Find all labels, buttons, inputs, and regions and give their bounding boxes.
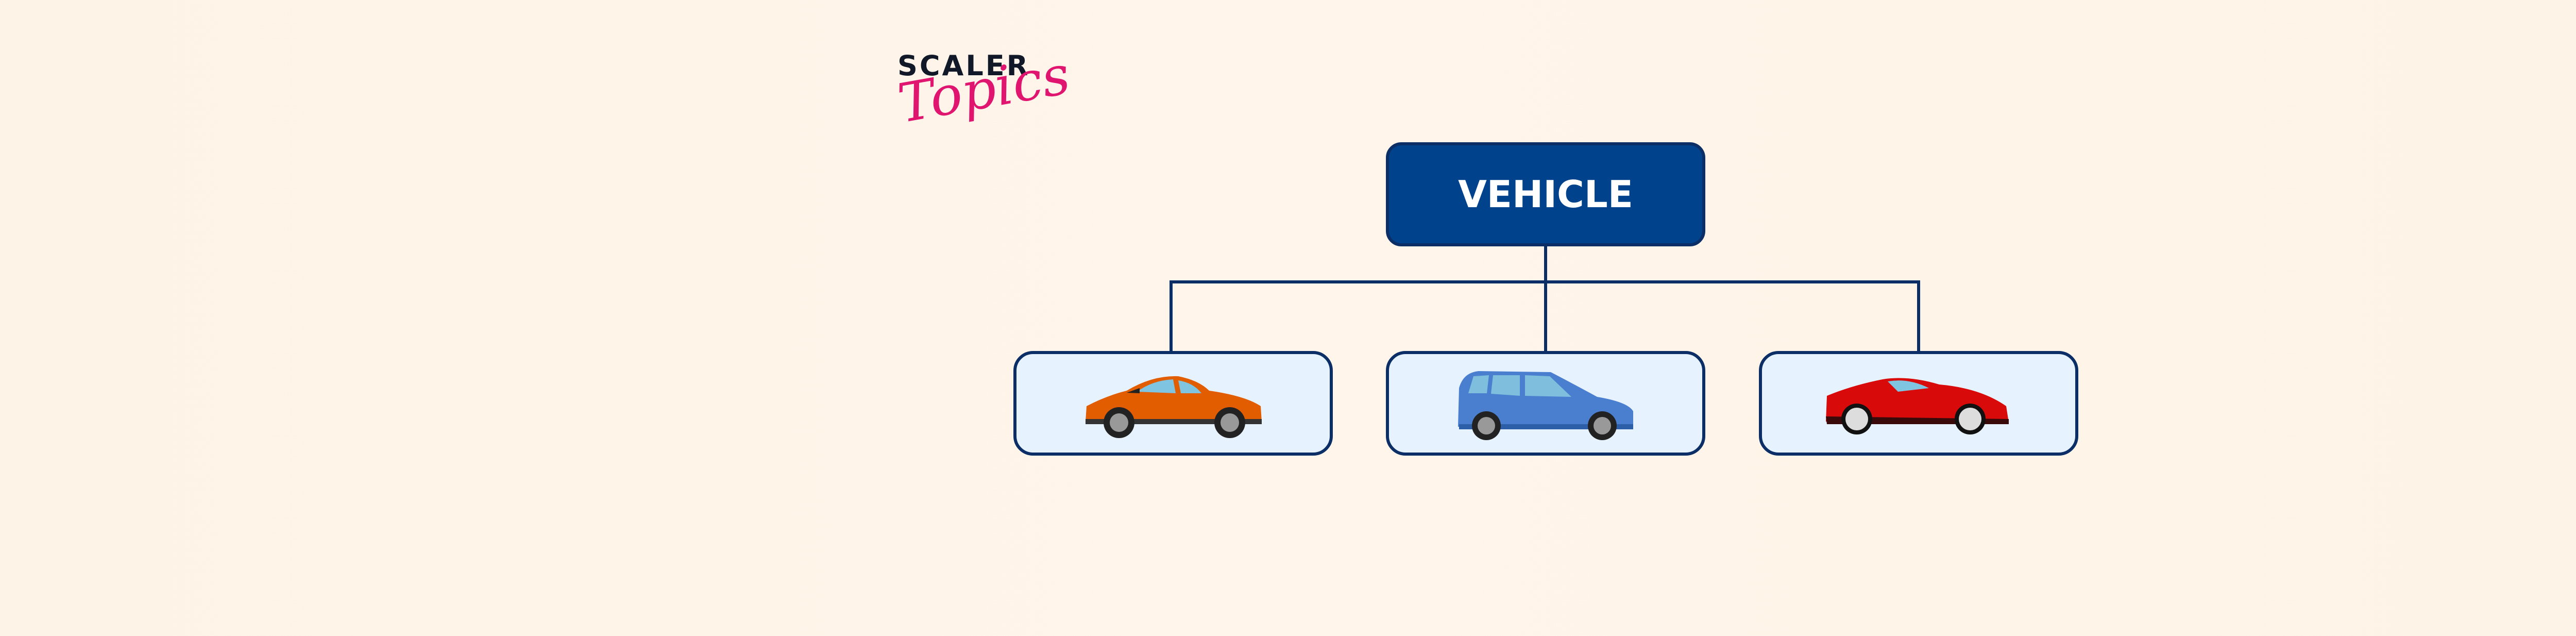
connector-root-down [1544, 246, 1547, 351]
vehicle-root-node: VEHICLE [1386, 142, 1705, 246]
child-node-blue-hatchback [1386, 351, 1705, 456]
scaler-topics-logo: SCALER Topics [893, 43, 1074, 153]
orange-car-icon [1086, 376, 1262, 438]
child-node-orange-coupe [1013, 351, 1333, 456]
connector-left-down [1170, 280, 1173, 355]
child-node-red-sportscar [1759, 351, 2078, 456]
blue-car-icon [1458, 371, 1633, 440]
connector-right-down [1917, 280, 1920, 355]
connector-horizontal [1170, 280, 1920, 283]
red-car-icon [1826, 378, 2009, 434]
logo-scaler-text: SCALER [897, 49, 1030, 82]
vehicle-label: VEHICLE [1458, 173, 1633, 216]
